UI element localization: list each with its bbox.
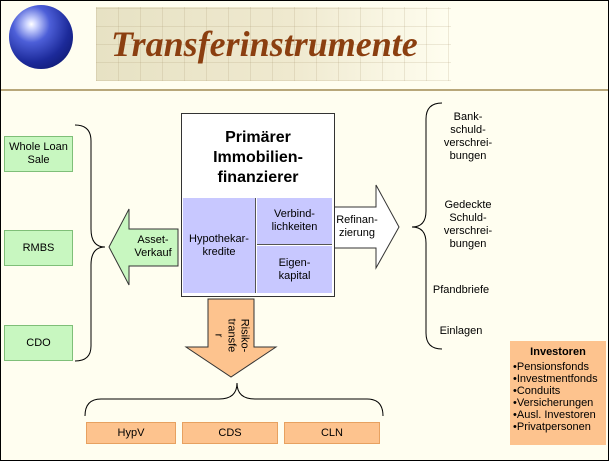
investor-item: •Privatpersonen (513, 421, 591, 433)
right-brace (411, 102, 443, 350)
investor-item: •Ausl. Investoren (513, 409, 596, 421)
liabilities-verbindlichkeiten: Verbind-lichkeiten (257, 198, 332, 245)
title-banner (96, 7, 451, 81)
assets-hypothekarkredite: Hypothekar-kredite (183, 198, 256, 293)
right-item-bankschuldverschreibungen: Bank-schuld-verschrei-bungen (443, 111, 493, 162)
investors-box: Investoren •Pensionsfonds •Investmentfon… (510, 341, 606, 445)
bottom-brace (84, 382, 384, 417)
bottom-box-cds: CDS (182, 422, 278, 444)
risikotransfer-arrow (184, 298, 278, 378)
equity-eigenkapital: Eigen-kapital (257, 246, 332, 293)
header-band: Transferinstrumente (1, 1, 608, 91)
right-item-einlagen: Einlagen (439, 325, 483, 337)
refinanzierung-label: Refinan-zierung (336, 214, 378, 239)
slide-title: Transferinstrumente (111, 24, 418, 64)
right-item-pfandbriefe: Pfandbriefe (432, 284, 490, 296)
left-box-rmbs: RMBS (4, 230, 73, 266)
left-box-whole-loan-sale: Whole Loan Sale (4, 136, 73, 172)
investor-item: •Versicherungen (513, 397, 594, 409)
bottom-box-hypv: HypV (86, 422, 176, 444)
investor-item: •Pensionsfonds (513, 361, 590, 373)
left-box-cdo: CDO (4, 325, 73, 361)
left-brace (74, 124, 106, 362)
globe-icon (9, 5, 73, 69)
investor-item: •Conduits (513, 385, 561, 397)
asset-verkauf-label: Asset-Verkauf (134, 234, 172, 259)
refinanzierung-arrow (333, 184, 400, 270)
risikotransfer-label: Risiko-transfer (212, 318, 251, 353)
investor-item: •Investmentfonds (513, 373, 598, 385)
right-item-gedeckte-schuldverschreibungen: Gedeckte Schuld-verschrei-bungen (443, 199, 493, 250)
bottom-box-cln: CLN (284, 422, 380, 444)
asset-verkauf-arrow (108, 208, 179, 286)
primary-financier-title: Primärer Immobilien-finanzierer (213, 129, 303, 186)
investors-title: Investoren (530, 346, 586, 358)
